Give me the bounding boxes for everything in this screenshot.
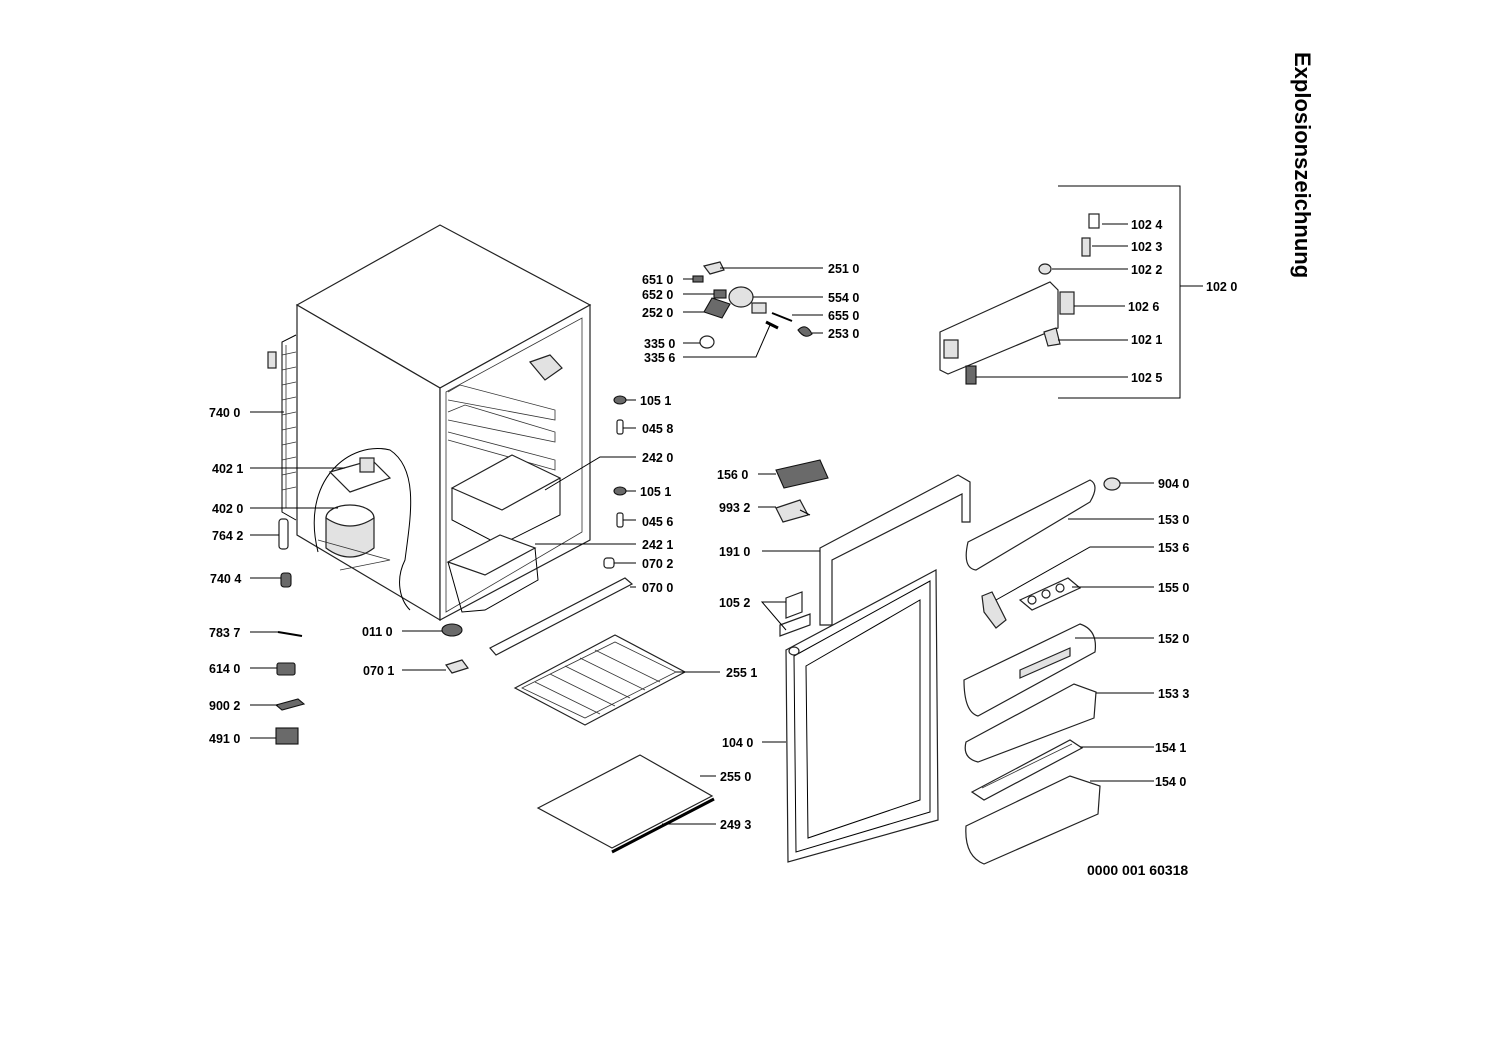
label-1550: 155 0 (1158, 581, 1189, 595)
label-0702: 070 2 (642, 557, 673, 571)
label-1051-lower: 105 1 (640, 485, 671, 499)
label-1910: 191 0 (719, 545, 750, 559)
label-1530: 153 0 (1158, 513, 1189, 527)
document-number: 0000 001 60318 (1087, 862, 1188, 878)
part-labels: 740 0 402 1 402 0 764 2 740 4 783 7 614 … (209, 218, 1237, 832)
label-7837: 783 7 (209, 626, 240, 640)
label-2520: 252 0 (642, 306, 673, 320)
label-1020: 102 0 (1206, 280, 1237, 294)
label-2530: 253 0 (828, 327, 859, 341)
label-4021: 402 1 (212, 462, 243, 476)
label-2551: 255 1 (726, 666, 757, 680)
label-1536: 153 6 (1158, 541, 1189, 555)
thermostat-assembly (692, 261, 813, 349)
label-9040: 904 0 (1158, 477, 1189, 491)
label-1022: 102 2 (1131, 263, 1162, 277)
label-7400: 740 0 (209, 406, 240, 420)
label-1021: 102 1 (1131, 333, 1162, 347)
part-7837 (277, 631, 303, 637)
part-0701 (445, 659, 469, 674)
label-1023: 102 3 (1131, 240, 1162, 254)
label-6510: 651 0 (642, 273, 673, 287)
label-9932: 993 2 (719, 501, 750, 515)
label-2493: 249 3 (720, 818, 751, 832)
part-7642 (278, 518, 289, 550)
upper-door-panel (939, 185, 1203, 399)
label-1533: 153 3 (1158, 687, 1189, 701)
cabinet-body (267, 224, 592, 622)
label-0700: 070 0 (642, 581, 673, 595)
label-3350: 335 0 (644, 337, 675, 351)
centre-small-parts (603, 395, 627, 569)
label-4910: 491 0 (209, 732, 240, 746)
leader-lines (250, 223, 1154, 825)
shelves (489, 577, 715, 854)
label-1520: 152 0 (1158, 632, 1189, 646)
part-6140 (276, 662, 296, 676)
label-1560: 156 0 (717, 468, 748, 482)
label-5540: 554 0 (828, 291, 859, 305)
part-7404 (280, 572, 292, 588)
door-assembly (775, 459, 971, 863)
label-4020: 402 0 (212, 502, 243, 516)
left-parts (274, 518, 469, 745)
door-shelves (963, 477, 1121, 865)
label-3356: 335 6 (644, 351, 675, 365)
label-7404: 740 4 (210, 572, 241, 586)
label-0458: 045 8 (642, 422, 673, 436)
label-0701: 070 1 (363, 664, 394, 678)
label-1540: 154 0 (1155, 775, 1186, 789)
label-1040: 104 0 (722, 736, 753, 750)
label-2550: 255 0 (720, 770, 751, 784)
label-1025: 102 5 (1131, 371, 1162, 385)
label-1024: 102 4 (1131, 218, 1162, 232)
label-1541: 154 1 (1155, 741, 1186, 755)
label-0456: 045 6 (642, 515, 673, 529)
label-6550: 655 0 (828, 309, 859, 323)
part-0110 (441, 623, 463, 637)
label-2420: 242 0 (642, 451, 673, 465)
label-6140: 614 0 (209, 662, 240, 676)
label-2510: 251 0 (828, 262, 859, 276)
label-1052: 105 2 (719, 596, 750, 610)
label-6520: 652 0 (642, 288, 673, 302)
condenser-coil (267, 334, 297, 521)
label-1026: 102 6 (1128, 300, 1159, 314)
part-9002 (274, 698, 306, 711)
label-1051-upper: 105 1 (640, 394, 671, 408)
part-4910 (275, 727, 299, 745)
label-7642: 764 2 (212, 529, 243, 543)
label-0110: 011 0 (362, 625, 393, 639)
label-2421: 242 1 (642, 538, 673, 552)
page-title: Explosionszeichnung (1290, 52, 1315, 278)
label-9002: 900 2 (209, 699, 240, 713)
